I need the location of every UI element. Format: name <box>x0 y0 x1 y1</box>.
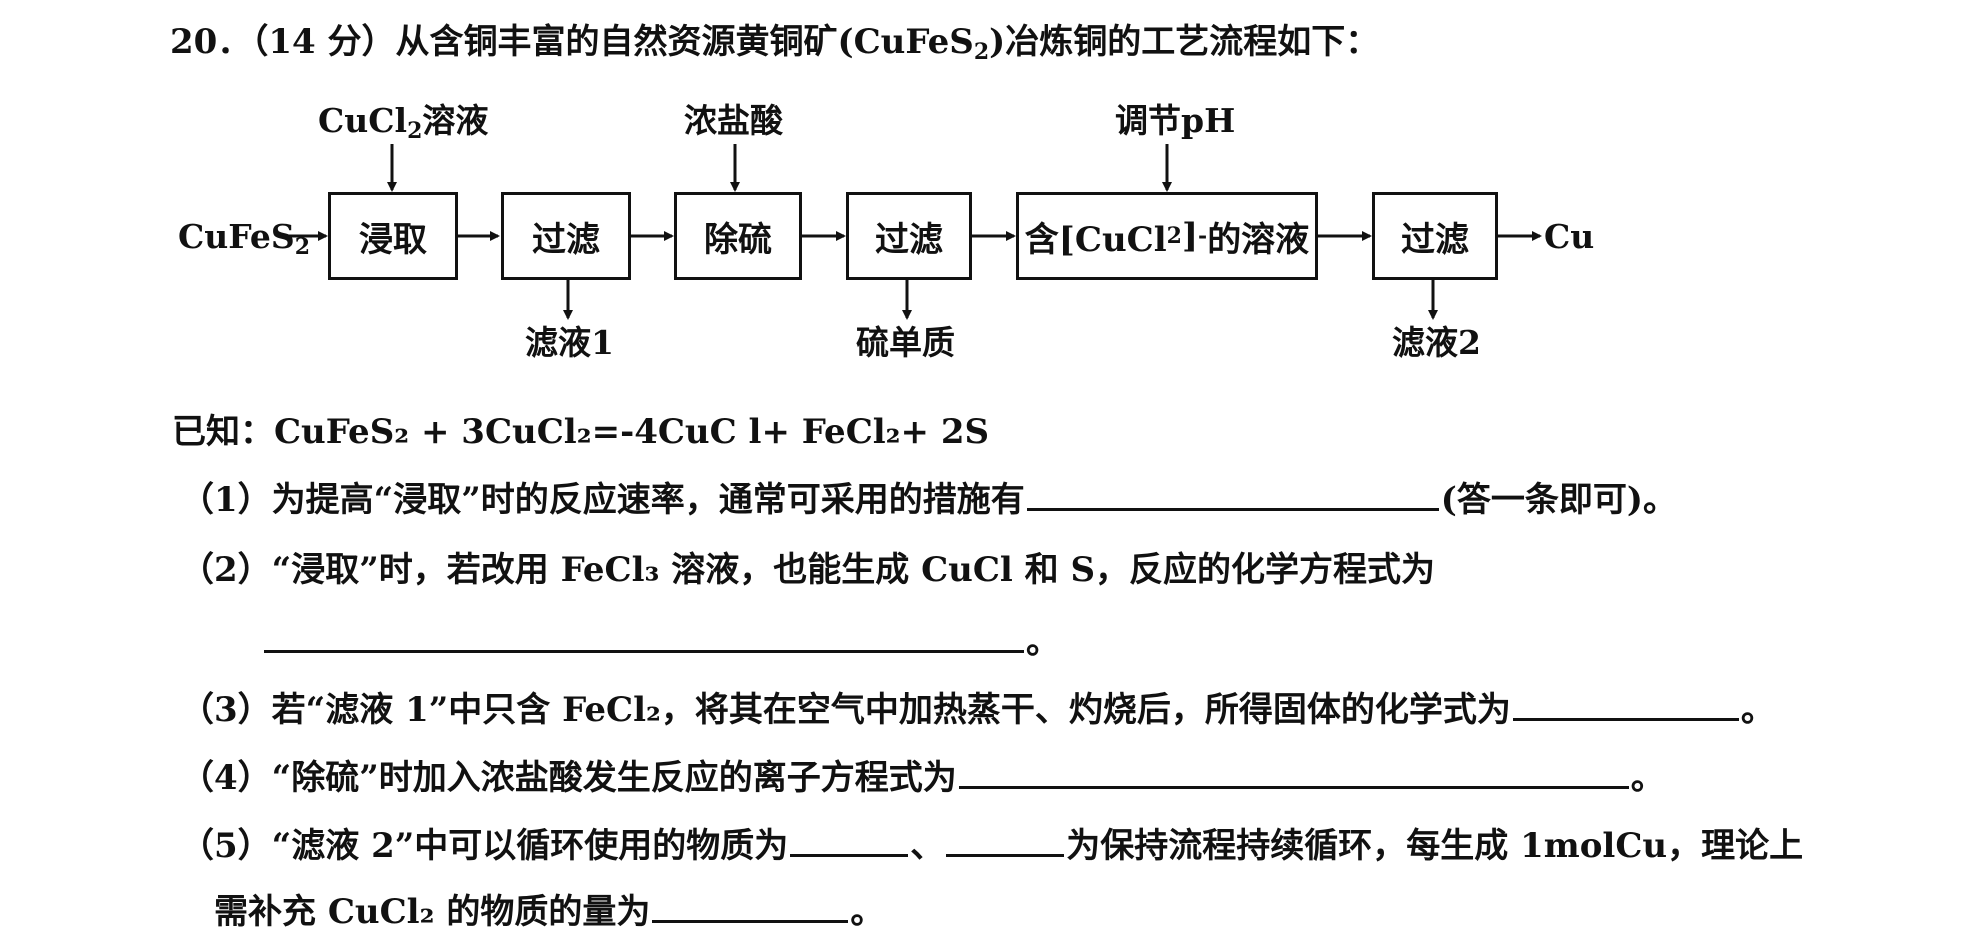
reagent-label-3: 调节pH <box>1115 101 1236 140</box>
answer-blank-2[interactable] <box>264 620 1024 653</box>
question-header: 20．（14 分）从含铜丰富的自然资源黄铜矿(CuFeS2)冶炼铜的工艺流程如下… <box>170 22 1380 65</box>
question-4: （4）“除硫”时加入浓盐酸发生反应的离子方程式为。 <box>180 756 1665 798</box>
answer-blank-3[interactable] <box>1512 688 1739 721</box>
output-copper: Cu <box>1544 217 1595 256</box>
question-points: （14 分） <box>251 22 396 62</box>
question-intro: 从含铜丰富的自然资源黄铜矿(CuFeS <box>395 22 974 62</box>
process-box-filter-2: 过滤 <box>846 192 972 280</box>
question-3: （3）若“滤液 1”中只含 FeCl₂，将其在空气中加热蒸干、灼烧后，所得固体的… <box>180 688 1775 730</box>
flow-input-label: CuFeS2 <box>178 217 311 261</box>
answer-blank-5c[interactable] <box>652 890 849 923</box>
output-filtrate-1: 滤液1 <box>525 323 614 362</box>
question-2: （2）“浸取”时，若改用 FeCl₃ 溶液，也能生成 CuCl 和 S，反应的化… <box>180 550 1436 590</box>
process-box-filter-3: 过滤 <box>1372 192 1498 280</box>
question-number: 20． <box>170 22 252 62</box>
answer-blank-5a[interactable] <box>790 824 909 857</box>
process-box-desulfurize: 除硫 <box>674 192 802 280</box>
known-equation: 已知：CuFeS₂ + 3CuCl₂=-4CuC l+ FeCl₂+ 2S <box>172 412 990 452</box>
question-2-answer-line: 。 <box>262 620 1060 662</box>
output-sulfur: 硫单质 <box>856 323 955 362</box>
question-1: （1）为提高“浸取”时的反应速率，通常可采用的措施有(答一条即可)。 <box>180 478 1677 520</box>
answer-blank-1[interactable] <box>1026 478 1439 511</box>
answer-blank-5b[interactable] <box>946 824 1065 857</box>
flow-diagram <box>282 144 1542 320</box>
reagent-label-2: 浓盐酸 <box>684 101 783 140</box>
question-5: （5）“滤液 2”中可以循环使用的物质为、为保持流程持续循环，每生成 1molC… <box>180 824 1804 866</box>
output-filtrate-2: 滤液2 <box>1392 323 1481 362</box>
process-box-leach: 浸取 <box>328 192 458 280</box>
answer-blank-4[interactable] <box>958 756 1629 789</box>
question-5-line-2: 需补充 CuCl₂ 的物质的量为。 <box>214 890 885 932</box>
reagent-label-1: CuCl2溶液 <box>318 101 489 145</box>
process-box-filter-1: 过滤 <box>501 192 631 280</box>
